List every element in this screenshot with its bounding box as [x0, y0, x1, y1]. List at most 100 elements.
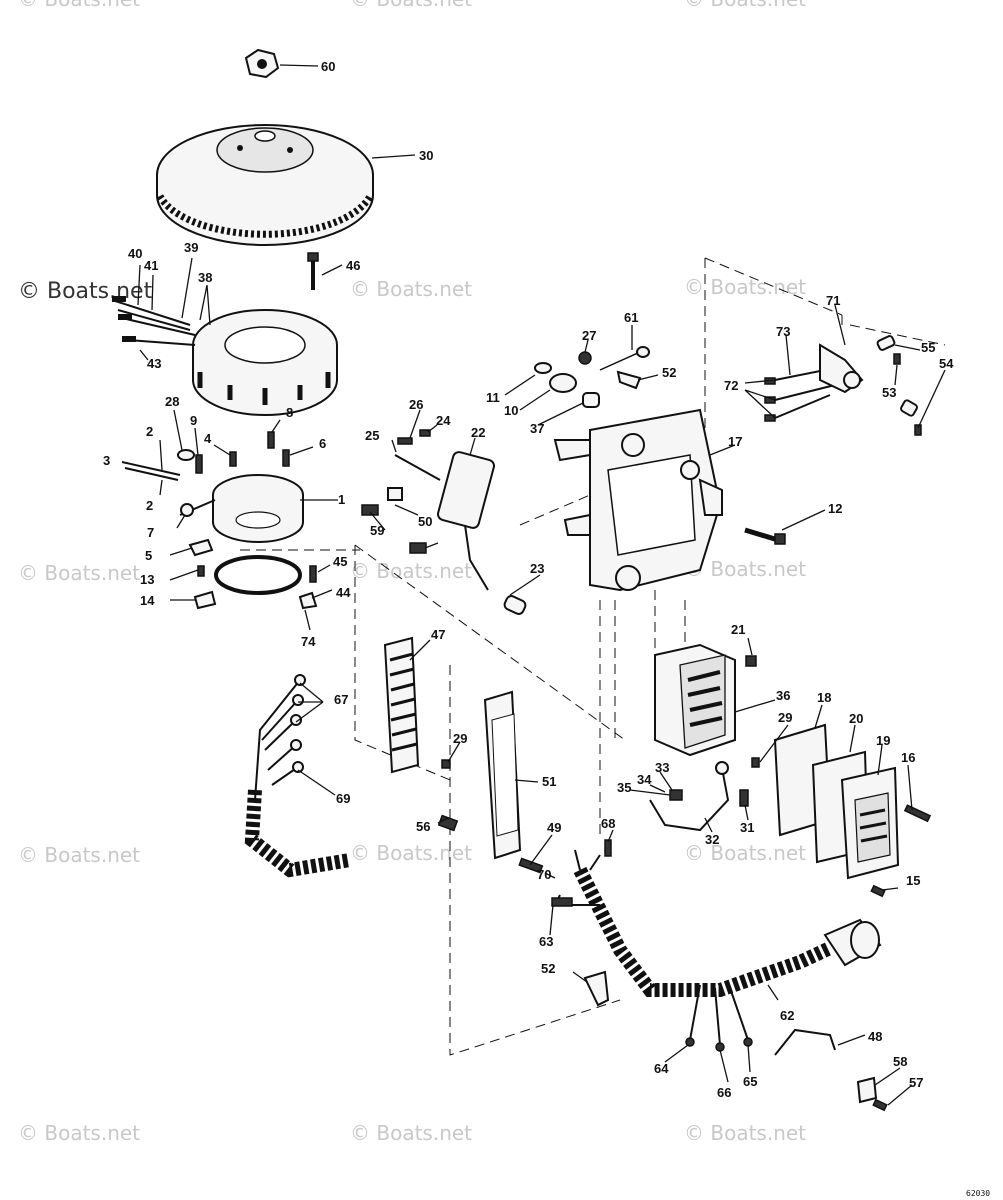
callout-43: 43	[147, 356, 161, 371]
small-hardware	[121, 431, 318, 610]
callout-1: 1	[338, 492, 345, 507]
callout-59: 59	[370, 523, 384, 538]
callout-32: 32	[705, 832, 719, 847]
callout-23: 23	[530, 561, 544, 576]
watermark-text: © Boats.net	[684, 275, 806, 299]
callout-27: 27	[582, 328, 596, 343]
callout-56: 56	[416, 819, 430, 834]
callout-15: 15	[906, 873, 920, 888]
callout-38: 38	[198, 270, 212, 285]
callout-40: 40	[128, 246, 142, 261]
callout-67: 67	[334, 692, 348, 707]
terminal-block	[383, 636, 451, 774]
callout-48: 48	[868, 1029, 882, 1044]
callout-leaders	[137, 64, 946, 1106]
callout-45: 45	[333, 554, 347, 569]
callout-57: 57	[909, 1075, 923, 1090]
callout-47: 47	[431, 627, 445, 642]
callout-8: 8	[286, 405, 293, 420]
callout-31: 31	[740, 820, 754, 835]
callout-71: 71	[826, 293, 840, 308]
callout-55: 55	[921, 340, 935, 355]
callout-46: 46	[346, 258, 360, 273]
rectifier	[437, 690, 522, 860]
callout-2b: 2	[146, 498, 153, 513]
callout-39: 39	[184, 240, 198, 255]
callout-21: 21	[731, 622, 745, 637]
flywheel	[156, 124, 374, 246]
watermark-text: © Boats.net	[350, 559, 472, 583]
callout-25: 25	[365, 428, 379, 443]
callout-69: 69	[336, 791, 350, 806]
watermark-text: © Boats.net	[350, 277, 472, 301]
watermark-text: © Boats.net	[684, 841, 806, 865]
drawing-code: 62030	[966, 1189, 990, 1198]
callout-34: 34	[637, 772, 652, 787]
callout-50: 50	[418, 514, 432, 529]
watermarks: © Boats.net © Boats.net © Boats.net © Bo…	[18, 0, 806, 1145]
watermark-text: © Boats.net	[18, 1121, 140, 1145]
main-harness	[518, 839, 882, 1052]
watermark-text: © Boats.net	[684, 0, 806, 11]
callout-13: 13	[140, 572, 154, 587]
power-pack	[773, 723, 932, 898]
callout-54: 54	[939, 356, 954, 371]
callout-30: 30	[419, 148, 433, 163]
stator-assembly	[192, 309, 338, 416]
callout-10: 10	[504, 403, 518, 418]
watermark-text: © Boats.net	[684, 557, 806, 581]
callout-66: 66	[717, 1085, 731, 1100]
callout-65: 65	[743, 1074, 757, 1089]
callout-11: 11	[486, 390, 500, 405]
callout-41: 41	[144, 258, 158, 273]
callout-12: 12	[828, 501, 842, 516]
callout-37: 37	[530, 421, 544, 436]
stator-leads	[111, 296, 196, 346]
callout-52b: 52	[541, 961, 555, 976]
callout-51: 51	[542, 774, 556, 789]
callout-68: 68	[601, 816, 615, 831]
callout-16: 16	[901, 750, 915, 765]
callout-33: 33	[655, 760, 669, 775]
callout-7: 7	[147, 525, 154, 540]
timer-base	[179, 474, 304, 543]
ignition-coil	[361, 451, 527, 615]
plate-hardware	[534, 346, 650, 408]
callout-28: 28	[165, 394, 179, 409]
callout-74: 74	[301, 634, 316, 649]
callout-60: 60	[321, 59, 335, 74]
callout-2: 2	[146, 424, 153, 439]
watermark-text: © Boats.net	[350, 841, 472, 865]
callout-52: 52	[662, 365, 676, 380]
watermark-text: © Boats.net	[18, 0, 140, 11]
callout-9: 9	[190, 413, 197, 428]
bolt	[307, 252, 319, 290]
watermark-text: © Boats.net	[350, 0, 472, 11]
coil-clip-hardware	[397, 429, 431, 445]
callout-26: 26	[409, 397, 423, 412]
plate-bolt	[744, 527, 786, 545]
watermark-text: © Boats.net	[350, 1121, 472, 1145]
callout-53: 53	[882, 385, 896, 400]
callout-24: 24	[436, 413, 451, 428]
callout-49: 49	[547, 820, 561, 835]
callout-61: 61	[624, 310, 638, 325]
callout-29: 29	[453, 731, 467, 746]
watermark-text: © Boats.net	[684, 1121, 806, 1145]
link-fasteners	[876, 335, 922, 436]
callout-73: 73	[776, 324, 790, 339]
callout-36: 36	[776, 688, 790, 703]
callout-29b: 29	[778, 710, 792, 725]
callout-6: 6	[319, 436, 326, 451]
assembly-dash-lines	[240, 257, 946, 1056]
callout-63: 63	[539, 934, 553, 949]
callout-17: 17	[728, 434, 742, 449]
callout-70: 70	[537, 867, 551, 882]
wiring-harness-left	[244, 674, 352, 878]
hex-nut	[244, 48, 280, 79]
mounting-plate	[553, 408, 723, 592]
watermark-text: © Boats.net	[18, 843, 140, 867]
cable-clamp	[774, 1028, 888, 1112]
callout-44: 44	[336, 585, 351, 600]
